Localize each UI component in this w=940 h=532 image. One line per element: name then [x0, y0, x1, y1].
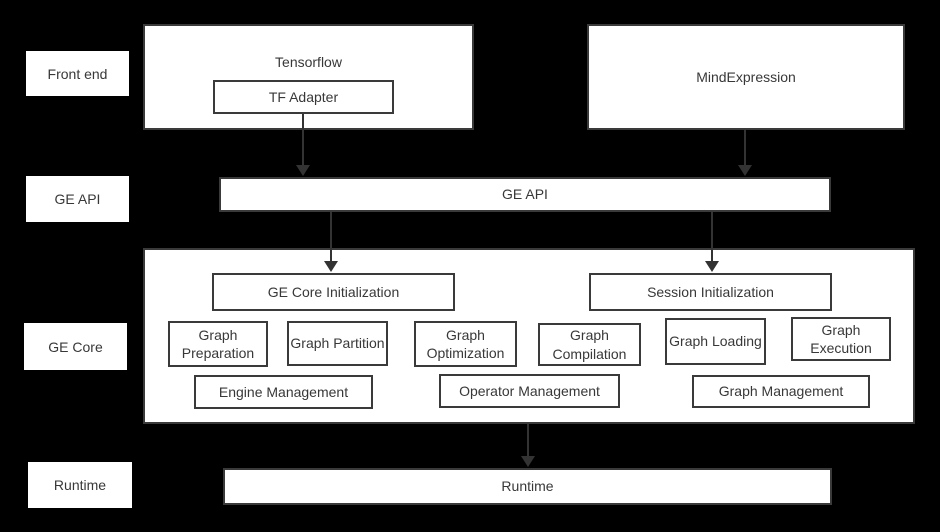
arrow-line [711, 212, 713, 263]
arrow-ge-core-to-runtime [521, 424, 535, 467]
graph-execution-box: Graph Execution [791, 317, 891, 361]
arrow-ge-api-to-session-initialization [705, 212, 719, 272]
row-label-runtime: Runtime [28, 462, 132, 508]
graph-optimization-box: Graph Optimization [414, 321, 517, 367]
operator-management-box: Operator Management [439, 374, 620, 408]
arrow-head-icon [705, 261, 719, 272]
arrow-line [330, 212, 332, 263]
arrow-head-icon [521, 456, 535, 467]
tensorflow-title: Tensorflow [275, 54, 342, 70]
arrow-tf-adapter-to-ge-api [296, 114, 310, 176]
arrow-line [527, 424, 529, 458]
session-initialization-box: Session Initialization [589, 273, 832, 311]
ge-core-box: GE Core Initialization Session Initializ… [143, 248, 915, 424]
row-label-ge-api: GE API [26, 176, 129, 222]
arrow-line [744, 130, 746, 167]
tensorflow-box: Tensorflow TF Adapter [143, 24, 474, 130]
arrow-mindexpression-to-ge-api [738, 130, 752, 176]
arrow-head-icon [738, 165, 752, 176]
arrow-head-icon [324, 261, 338, 272]
arrow-head-icon [296, 165, 310, 176]
ge-core-initialization-box: GE Core Initialization [212, 273, 455, 311]
ge-api-bar: GE API [219, 177, 831, 212]
graph-compilation-box: Graph Compilation [538, 323, 641, 366]
tf-adapter-box: TF Adapter [213, 80, 394, 114]
graph-management-box: Graph Management [692, 375, 870, 408]
graph-partition-box: Graph Partition [287, 321, 388, 366]
row-label-front-end: Front end [26, 51, 129, 96]
graph-loading-box: Graph Loading [665, 318, 766, 365]
graph-preparation-box: Graph Preparation [168, 321, 268, 367]
arrow-line [302, 114, 304, 167]
arrow-ge-api-to-ge-core-initialization [324, 212, 338, 272]
mindexpression-box: MindExpression [587, 24, 905, 130]
runtime-bar: Runtime [223, 468, 832, 505]
engine-management-box: Engine Management [194, 375, 373, 409]
row-label-ge-core: GE Core [24, 323, 127, 370]
